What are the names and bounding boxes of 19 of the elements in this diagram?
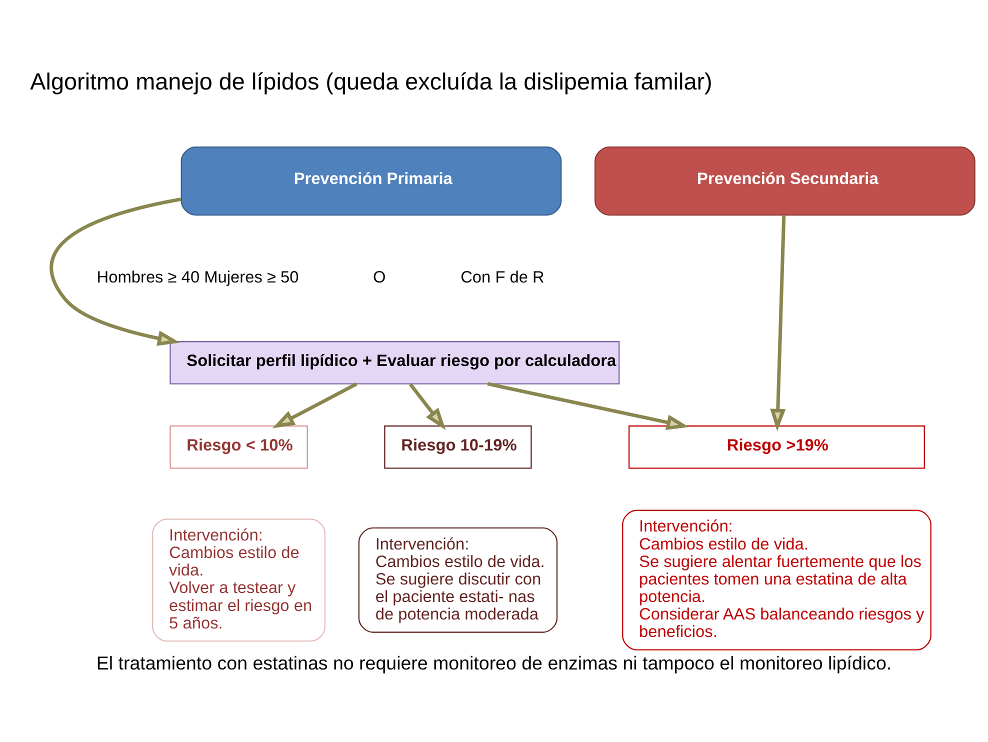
node-box: Riesgo < 10% bbox=[170, 424, 308, 468]
node-box: Riesgo 10-19% bbox=[384, 424, 532, 468]
node-box: Intervención: Cambios estilo de vida. Se sugiere discutir con el paciente estati- nas de potencia moderada bbox=[358, 526, 558, 632]
arrow bbox=[770, 214, 786, 431]
node-box: Prevención Secundaria bbox=[594, 146, 976, 216]
node-box: Prevención Primaria bbox=[180, 146, 562, 216]
arrow bbox=[50, 197, 182, 346]
arrow bbox=[408, 382, 446, 430]
arrow bbox=[487, 382, 689, 430]
label: Hombres ≥ 40 Mujeres ≥ 50 bbox=[96, 268, 299, 286]
label: Con F de R bbox=[460, 268, 544, 286]
node-box: Intervención: Cambios estilo de vida. Se sugiere alentar fuertemente que los pacientes tomen una estatina de alta potencia. Considerar AAS balanceando riesgos y beneficios. bbox=[622, 509, 932, 650]
diagram-title: Algoritmo manejo de lípidos (queda excluída la dislipemia familar) bbox=[30, 68, 712, 94]
node-box: Intervención: Cambios estilo de vida. Volver a testear y estimar el riesgo en 5 años. bbox=[152, 518, 326, 642]
node-box: Solicitar perfil lipídico + Evaluar riesgo por calculadora bbox=[170, 340, 620, 384]
caption: El tratamiento con estatinas no requiere monitoreo de enzimas ni tampoco el monitoreo lipídico. bbox=[96, 652, 892, 674]
node-box: Riesgo >19% bbox=[628, 424, 925, 468]
label: O bbox=[373, 268, 386, 286]
arrow bbox=[272, 382, 358, 428]
